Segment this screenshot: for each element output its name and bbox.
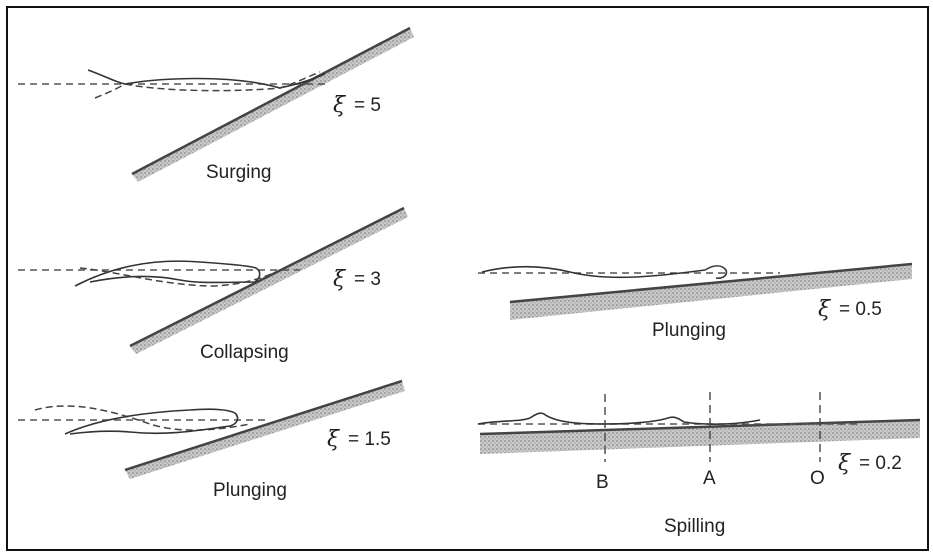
xi-value: = 0.5 [839, 299, 882, 320]
xi-value: = 0.2 [859, 453, 902, 474]
breaker-label: Surging [206, 162, 272, 183]
breaker-label: Plunging [213, 480, 287, 501]
section-marker-o: O [810, 468, 825, 489]
wave-profile [482, 266, 726, 278]
breaker-label: Spilling [664, 516, 725, 537]
xi-symbol: ξ [838, 451, 852, 476]
xi-symbol: ξ [333, 93, 347, 118]
breaker-label: Plunging [652, 320, 726, 341]
wave-profile [478, 413, 760, 424]
panel-spilling: B A O ξ = 0.2 Spilling [478, 392, 920, 537]
panel-collapsing: Collapsing ξ = 3 [18, 208, 408, 363]
xi-symbol: ξ [327, 427, 341, 452]
beach-slope [125, 381, 402, 470]
xi-value: = 5 [354, 95, 381, 116]
panel-surging: Surging ξ = 5 [18, 28, 414, 183]
xi-value: = 3 [354, 269, 381, 290]
beach-slope-hatch [480, 420, 920, 454]
section-marker-a: A [703, 468, 716, 489]
breaker-label: Collapsing [200, 342, 289, 363]
panel-plunging-mild: Plunging ξ = 0.5 [478, 264, 912, 341]
wave-profile-dashed [80, 268, 276, 286]
wave-profile [65, 409, 238, 434]
section-marker-b: B [596, 472, 609, 493]
panel-plunging-steep: Plunging ξ = 1.5 [18, 381, 405, 501]
xi-value: = 1.5 [348, 429, 391, 450]
xi-symbol: ξ [818, 297, 832, 322]
xi-symbol: ξ [333, 267, 347, 292]
